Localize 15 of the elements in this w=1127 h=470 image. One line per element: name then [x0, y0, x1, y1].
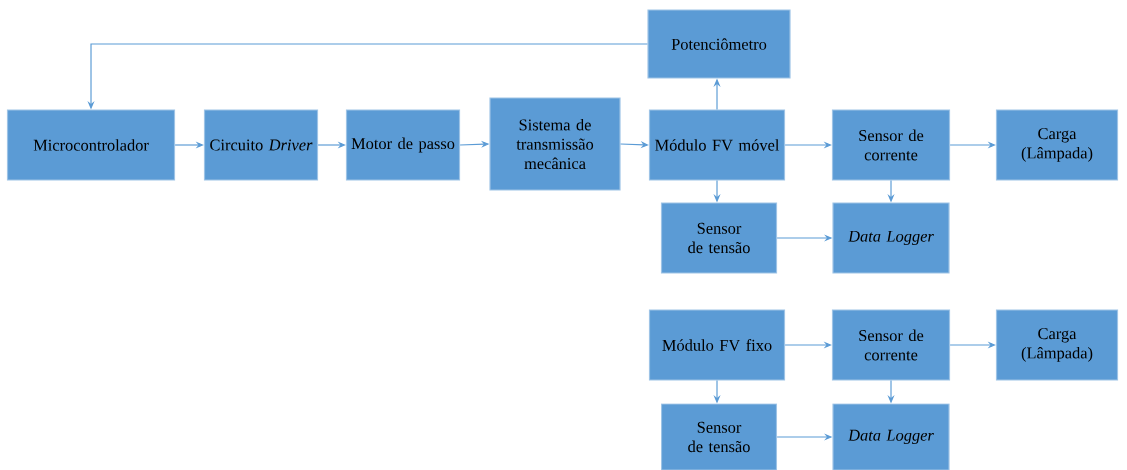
process-box: Carga (Lâmpada)	[995, 109, 1119, 181]
process-box: Carga (Lâmpada)	[995, 309, 1119, 381]
process-box: Módulo FV móvel	[648, 109, 786, 181]
process-box: Circuito Driver	[203, 109, 319, 181]
process-box: Data Logger	[832, 403, 950, 470]
process-box: Sistema de transmissão mecânica	[489, 97, 621, 191]
process-box: Data Logger	[832, 202, 950, 274]
process-box: Sensor de tensão	[660, 202, 778, 274]
process-box: Sensor de tensão	[660, 403, 778, 470]
process-box: Motor de passo	[345, 109, 461, 181]
process-box: Sensor de corrente	[831, 109, 951, 181]
process-box: Sensor de corrente	[831, 309, 951, 381]
process-box: Potenciômetro	[647, 9, 791, 79]
process-box: Microcontrolador	[6, 109, 176, 181]
process-box: Módulo FV fixo	[648, 309, 786, 381]
